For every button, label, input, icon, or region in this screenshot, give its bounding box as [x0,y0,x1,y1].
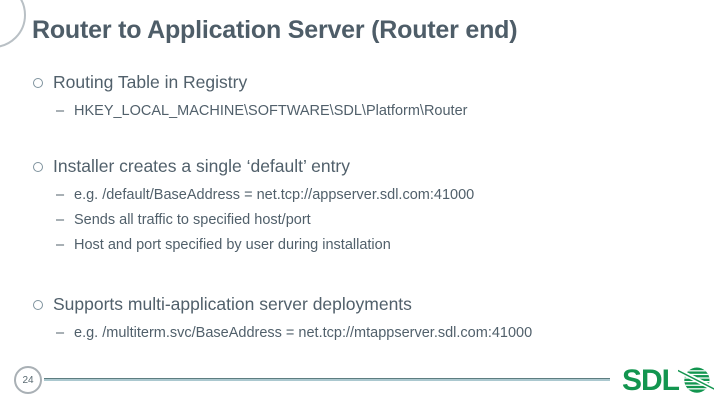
sub-bullet-text: e.g. /default/BaseAddress = net.tcp://ap… [74,187,475,203]
page-number-badge: 24 [14,366,42,394]
sub-bullet-text: Host and port specified by user during i… [74,237,391,253]
sdl-logo-text: SDL [622,364,680,397]
sub-bullet-item: – e.g. /multiterm.svc/BaseAddress = net.… [56,321,704,346]
bullet-label: Installer creates a single ‘default’ ent… [53,156,351,176]
dash-bullet-icon: – [56,187,65,203]
slide-title: Router to Application Server (Router end… [32,16,518,44]
dash-bullet-icon: – [56,103,65,119]
sub-bullet-text: Sends all traffic to specified host/port [74,212,311,228]
sub-bullet-item: – Host and port specified by user during… [56,233,704,258]
circle-bullet-icon [33,162,43,172]
sdl-globe-icon [678,366,714,394]
corner-arc-decoration [0,0,26,48]
bullet-item: Routing Table in Registry [30,70,704,95]
bullet-section-routing-table: Routing Table in Registry – HKEY_LOCAL_M… [30,70,704,124]
sub-bullet-list: – e.g. /default/BaseAddress = net.tcp://… [56,183,704,258]
sub-bullet-text: HKEY_LOCAL_MACHINE\SOFTWARE\SDL\Platform… [74,103,468,119]
footer-divider-line [44,378,610,381]
dash-bullet-icon: – [56,325,65,341]
dash-bullet-icon: – [56,237,65,253]
circle-bullet-icon [33,300,43,310]
bullet-section-multi-app: Supports multi-application server deploy… [30,292,704,346]
bullet-item: Installer creates a single ‘default’ ent… [30,154,704,179]
bullet-label: Routing Table in Registry [53,72,248,92]
dash-bullet-icon: – [56,212,65,228]
bullet-section-installer-default: Installer creates a single ‘default’ ent… [30,154,704,258]
sub-bullet-item: – e.g. /default/BaseAddress = net.tcp://… [56,183,704,208]
sdl-logo: SDL [622,362,714,400]
page-number: 24 [22,374,34,386]
sub-bullet-text: e.g. /multiterm.svc/BaseAddress = net.tc… [74,325,533,341]
sub-bullet-item: – Sends all traffic to specified host/po… [56,208,704,233]
bullet-item: Supports multi-application server deploy… [30,292,704,317]
circle-bullet-icon [33,78,43,88]
sub-bullet-list: – HKEY_LOCAL_MACHINE\SOFTWARE\SDL\Platfo… [56,99,704,124]
sub-bullet-list: – e.g. /multiterm.svc/BaseAddress = net.… [56,321,704,346]
bullet-label: Supports multi-application server deploy… [53,294,412,314]
sub-bullet-item: – HKEY_LOCAL_MACHINE\SOFTWARE\SDL\Platfo… [56,99,704,124]
